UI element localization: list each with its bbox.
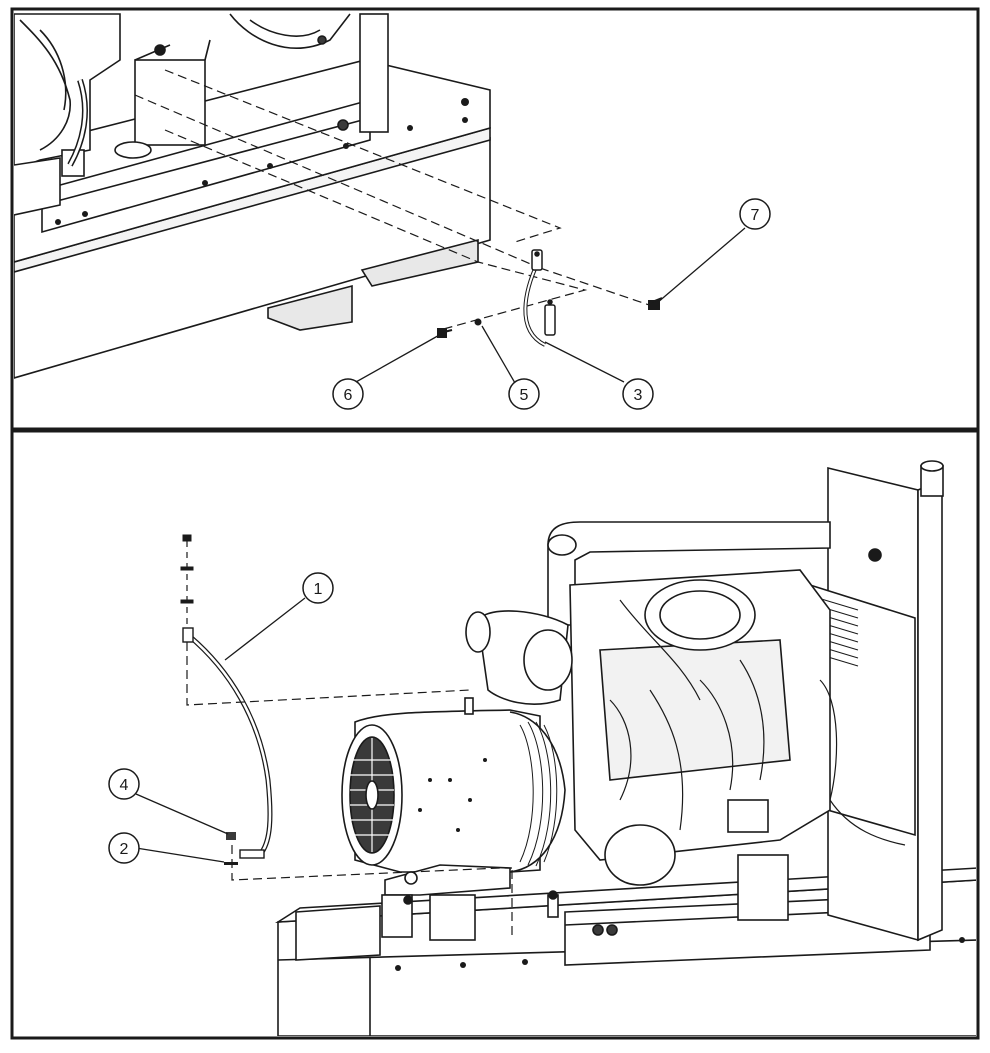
callout-1-circle <box>302 572 334 604</box>
callout-7-label: 7 <box>751 207 760 224</box>
callout-6: 6 <box>332 378 364 410</box>
callout-5-label: 5 <box>520 387 529 404</box>
top-callout-leaders <box>355 227 746 384</box>
generator-assembly <box>274 460 976 1036</box>
alternator-fan-fins <box>519 721 558 867</box>
washer-part-5 <box>474 318 482 326</box>
callout-3-circle <box>622 378 654 410</box>
callout-2-circle <box>108 832 140 864</box>
callout-5-circle <box>508 378 540 410</box>
rail-bolts <box>55 98 469 225</box>
nut-part-4 <box>226 832 236 840</box>
bottom-panel <box>135 460 976 1036</box>
screw-part-6 <box>437 328 453 338</box>
bolt-part-7 <box>648 297 663 310</box>
callout-7-circle <box>739 198 771 230</box>
generator-base-top-view <box>14 13 491 379</box>
callout-1: 1 <box>302 572 334 604</box>
callout-5: 5 <box>508 378 540 410</box>
panel-frames <box>10 7 980 1040</box>
callout-3: 3 <box>622 378 654 410</box>
callout-6-label: 6 <box>344 387 353 404</box>
callout-3-label: 3 <box>634 387 643 404</box>
engine-hoses <box>609 599 906 846</box>
callout-2-label: 2 <box>120 841 129 858</box>
callout-2: 2 <box>108 832 140 864</box>
ground-strap-part-3 <box>523 249 556 347</box>
top-panel <box>14 13 746 384</box>
callout-7: 7 <box>739 198 771 230</box>
ground-strap-part-1 <box>182 627 273 859</box>
bottom-panel-frame <box>10 429 980 1040</box>
callout-4-circle <box>108 768 140 800</box>
top-panel-frame <box>10 7 980 431</box>
bottom-assembly-lines <box>186 642 513 935</box>
bottom-callout-leaders <box>135 597 306 863</box>
callout-4-label: 4 <box>120 777 129 794</box>
callout-1-label: 1 <box>314 581 323 598</box>
washer-part-2 <box>224 862 238 865</box>
callout-4: 4 <box>108 768 140 800</box>
callout-bubbles: 7 6 5 3 1 4 2 <box>108 198 771 864</box>
callout-6-circle <box>332 378 364 410</box>
hardware-stack <box>180 534 194 628</box>
